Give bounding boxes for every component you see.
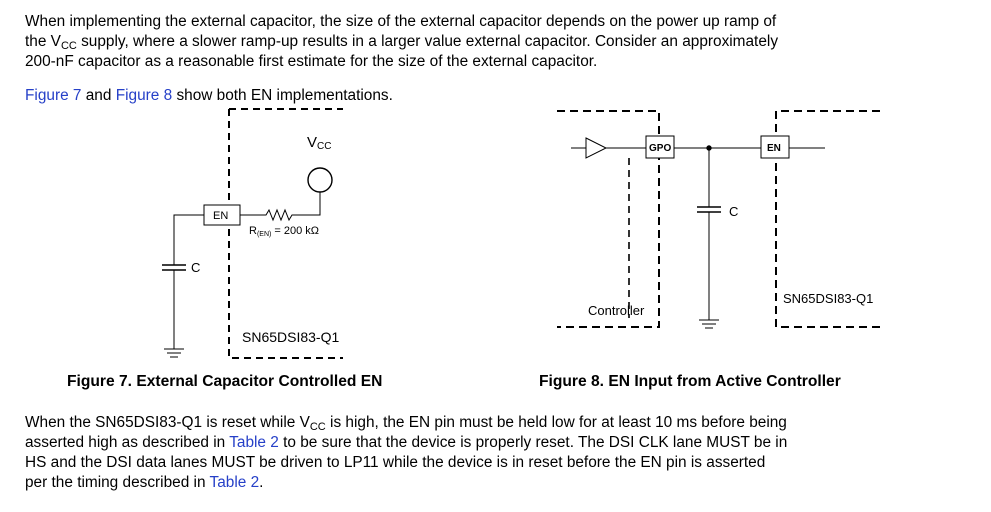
fig8-gpo-label: GPO	[649, 143, 671, 154]
intro-line-2-start: the V	[25, 33, 61, 50]
fig7-device-boundary	[228, 109, 343, 359]
reset-line-2-end: to be sure that the device is properly r…	[278, 434, 788, 451]
reset-line-4-start: per the timing described in	[25, 474, 210, 491]
fig7-vcc-terminal	[307, 167, 333, 193]
intro-line-2-end: supply, where a slower ramp-up results i…	[76, 33, 779, 50]
figure-8-link[interactable]: Figure 8	[115, 87, 173, 104]
reset-line-1-start: When the SN65DSI83-Q1 is reset while V	[25, 414, 310, 431]
reset-line-3: HS and the DSI data lanes MUST be driven…	[25, 454, 766, 471]
fig8-en-box	[760, 135, 790, 159]
reset-line-1-end: is high, the EN pin must be held low for…	[325, 414, 787, 431]
fig8-cap-label: C	[729, 204, 738, 219]
fig7-ground	[164, 348, 184, 358]
vcc-subscript: CC	[60, 40, 77, 52]
fig8-controller-boundary	[557, 110, 660, 328]
fig8-controller-label: Controller	[588, 303, 645, 318]
intro-paragraph: When implementing the external capacitor…	[25, 12, 965, 72]
refs-and: and	[81, 87, 116, 104]
table-2-link-2[interactable]: Table 2	[209, 474, 260, 491]
intro-line-3: 200-nF capacitor as a reasonable first e…	[25, 53, 598, 70]
figure-8-caption: Figure 8. EN Input from Active Controlle…	[539, 373, 841, 390]
fig8-capacitor	[697, 206, 721, 213]
vcc-subscript-2: CC	[309, 421, 326, 433]
intro-line-1: When implementing the external capacitor…	[25, 13, 777, 30]
figure-references: Figure 7 and Figure 8 show both EN imple…	[25, 86, 965, 106]
reset-paragraph: When the SN65DSI83-Q1 is reset while VCC…	[25, 413, 965, 493]
fig8-device-boundary	[775, 110, 880, 328]
fig8-gpo-box	[645, 135, 675, 159]
reset-line-4-end: .	[259, 474, 264, 491]
fig8-en-label: EN	[767, 143, 781, 154]
reset-line-2-start: asserted high as described in	[25, 434, 230, 451]
fig8-ground	[699, 319, 719, 329]
fig7-cap-top-wire	[173, 214, 204, 265]
fig7-vcc-label: VCC	[307, 134, 331, 152]
fig7-en-label: EN	[213, 210, 228, 222]
figure-7-caption: Figure 7. External Capacitor Controlled …	[67, 373, 383, 390]
table-2-link[interactable]: Table 2	[229, 434, 279, 451]
fig7-resistor-wire	[240, 192, 321, 222]
fig8-device-label: SN65DSI83-Q1	[783, 291, 873, 306]
fig7-cap-label: C	[191, 260, 200, 275]
fig7-device-label: SN65DSI83-Q1	[242, 329, 339, 345]
figure-7-link[interactable]: Figure 7	[25, 87, 82, 104]
fig7-resistor-label: R(EN) = 200 kΩ	[249, 225, 319, 238]
fig8-buffer	[585, 137, 608, 159]
refs-rest: show both EN implementations.	[172, 87, 393, 104]
